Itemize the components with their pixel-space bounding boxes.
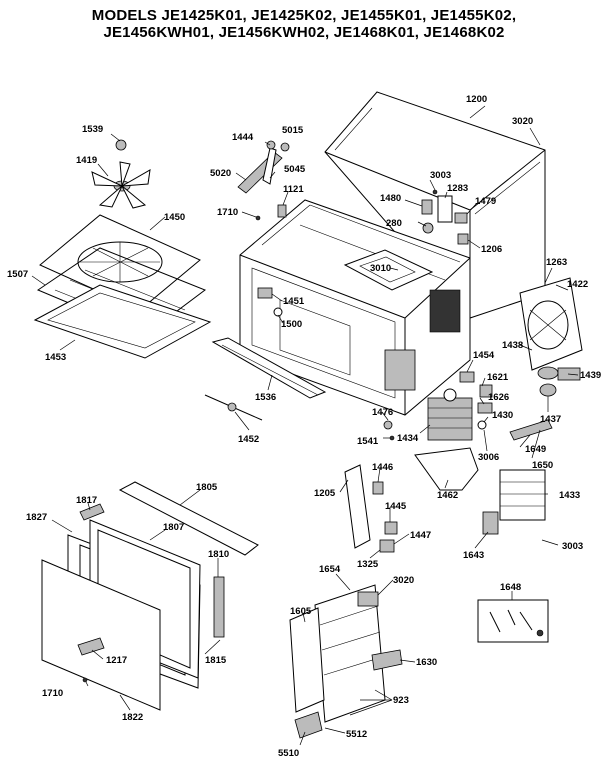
label-5512: 5512	[346, 729, 367, 740]
label-1626: 1626	[488, 392, 509, 403]
label-1621: 1621	[487, 372, 509, 383]
label-1815: 1815	[205, 655, 227, 666]
label-1810: 1810	[208, 549, 229, 560]
label-1422: 1422	[567, 279, 588, 290]
label-1447: 1447	[410, 530, 431, 541]
label-1325: 1325	[357, 559, 379, 570]
label-1283: 1283	[447, 183, 468, 194]
label-1541: 1541	[357, 436, 379, 447]
label-1476: 1476	[372, 407, 393, 418]
label-5045: 5045	[284, 164, 306, 175]
base-pan	[211, 337, 327, 399]
hv-transformer	[482, 469, 546, 535]
label-1817: 1817	[76, 495, 97, 506]
label-1710-bottom: 1710	[42, 688, 63, 699]
label-3010: 3010	[370, 263, 391, 274]
magnetron	[427, 388, 473, 441]
label-3020-panel: 3020	[393, 575, 414, 586]
label-1444: 1444	[232, 132, 254, 143]
label-923: 923	[393, 695, 409, 706]
label-1500: 1500	[281, 319, 302, 330]
label-1630: 1630	[416, 657, 437, 668]
label-1807: 1807	[163, 522, 184, 533]
waveguide	[414, 447, 479, 491]
label-1200: 1200	[466, 94, 487, 105]
hinge-5020	[237, 151, 283, 194]
label-1121: 1121	[283, 184, 304, 195]
label-5510: 5510	[278, 748, 299, 759]
label-1536: 1536	[255, 392, 276, 403]
label-1822: 1822	[122, 712, 143, 723]
control-panel	[289, 584, 403, 739]
label-1419: 1419	[76, 155, 97, 166]
diagram-title-line-1: MODELS JE1425K01, JE1425K02, JE1455K01, …	[91, 7, 517, 24]
diagram-title-line-2: JE1456KWH01, JE1456KWH02, JE1468K01, JE1…	[103, 24, 505, 41]
label-1450: 1450	[164, 212, 185, 223]
screw-kit	[477, 599, 549, 643]
label-1649: 1649	[525, 444, 546, 455]
oven-cavity	[239, 199, 471, 416]
label-3020: 3020	[512, 116, 533, 127]
label-1445: 1445	[385, 501, 407, 512]
label-1605: 1605	[290, 606, 312, 617]
fan-motor-assembly	[519, 277, 583, 397]
label-1462: 1462	[437, 490, 458, 501]
label-1433: 1433	[559, 490, 580, 501]
label-3006: 3006	[478, 452, 499, 463]
label-1439: 1439	[580, 370, 601, 381]
label-1446: 1446	[372, 462, 393, 473]
label-5015: 5015	[282, 125, 304, 136]
label-1507: 1507	[7, 269, 28, 280]
label-1452: 1452	[238, 434, 259, 445]
leader-lines	[31, 105, 579, 746]
label-1454: 1454	[473, 350, 495, 361]
label-1206: 1206	[481, 244, 502, 255]
cooling-fan	[91, 161, 151, 209]
label-1805: 1805	[196, 482, 218, 493]
label-1451: 1451	[283, 296, 305, 307]
label-3003-right: 3003	[562, 541, 583, 552]
stirrer-cover	[343, 249, 434, 291]
label-1827: 1827	[26, 512, 47, 523]
part-labels: 1200 3020 1539 1444 5015 1419 5020 5045 …	[7, 94, 601, 759]
label-1217: 1217	[106, 655, 127, 666]
switch-bracket	[257, 287, 273, 299]
label-1453: 1453	[45, 352, 66, 363]
label-1263: 1263	[546, 257, 567, 268]
label-1434: 1434	[397, 433, 419, 444]
label-5020: 5020	[210, 168, 231, 179]
label-1710-top: 1710	[217, 207, 238, 218]
label-280: 280	[386, 218, 402, 229]
door-assembly	[41, 481, 259, 711]
label-1648: 1648	[500, 582, 521, 593]
label-1205: 1205	[314, 488, 336, 499]
label-1643: 1643	[463, 550, 484, 561]
label-1654: 1654	[319, 564, 341, 575]
fan-nut	[115, 139, 127, 151]
thermal-cutout	[421, 199, 433, 215]
label-1650: 1650	[532, 460, 553, 471]
label-1480: 1480	[380, 193, 401, 204]
hv-capacitor	[509, 419, 553, 441]
rack-assembly	[33, 214, 212, 359]
label-1438: 1438	[502, 340, 523, 351]
latch-bracket	[344, 464, 398, 553]
label-1430: 1430	[492, 410, 513, 421]
label-1437: 1437	[540, 414, 561, 425]
label-1479: 1479	[475, 196, 496, 207]
label-1539: 1539	[82, 124, 103, 135]
label-3003-top: 3003	[430, 170, 451, 181]
